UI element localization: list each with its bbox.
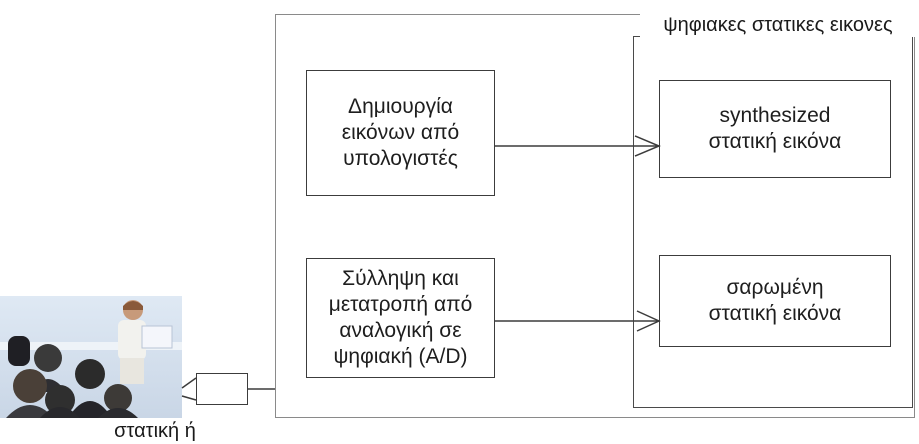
- bottom-caption: στατική ή: [105, 418, 205, 444]
- photo-to-converter-line: [182, 378, 196, 388]
- photo-to-converter-line-lower: [182, 396, 196, 400]
